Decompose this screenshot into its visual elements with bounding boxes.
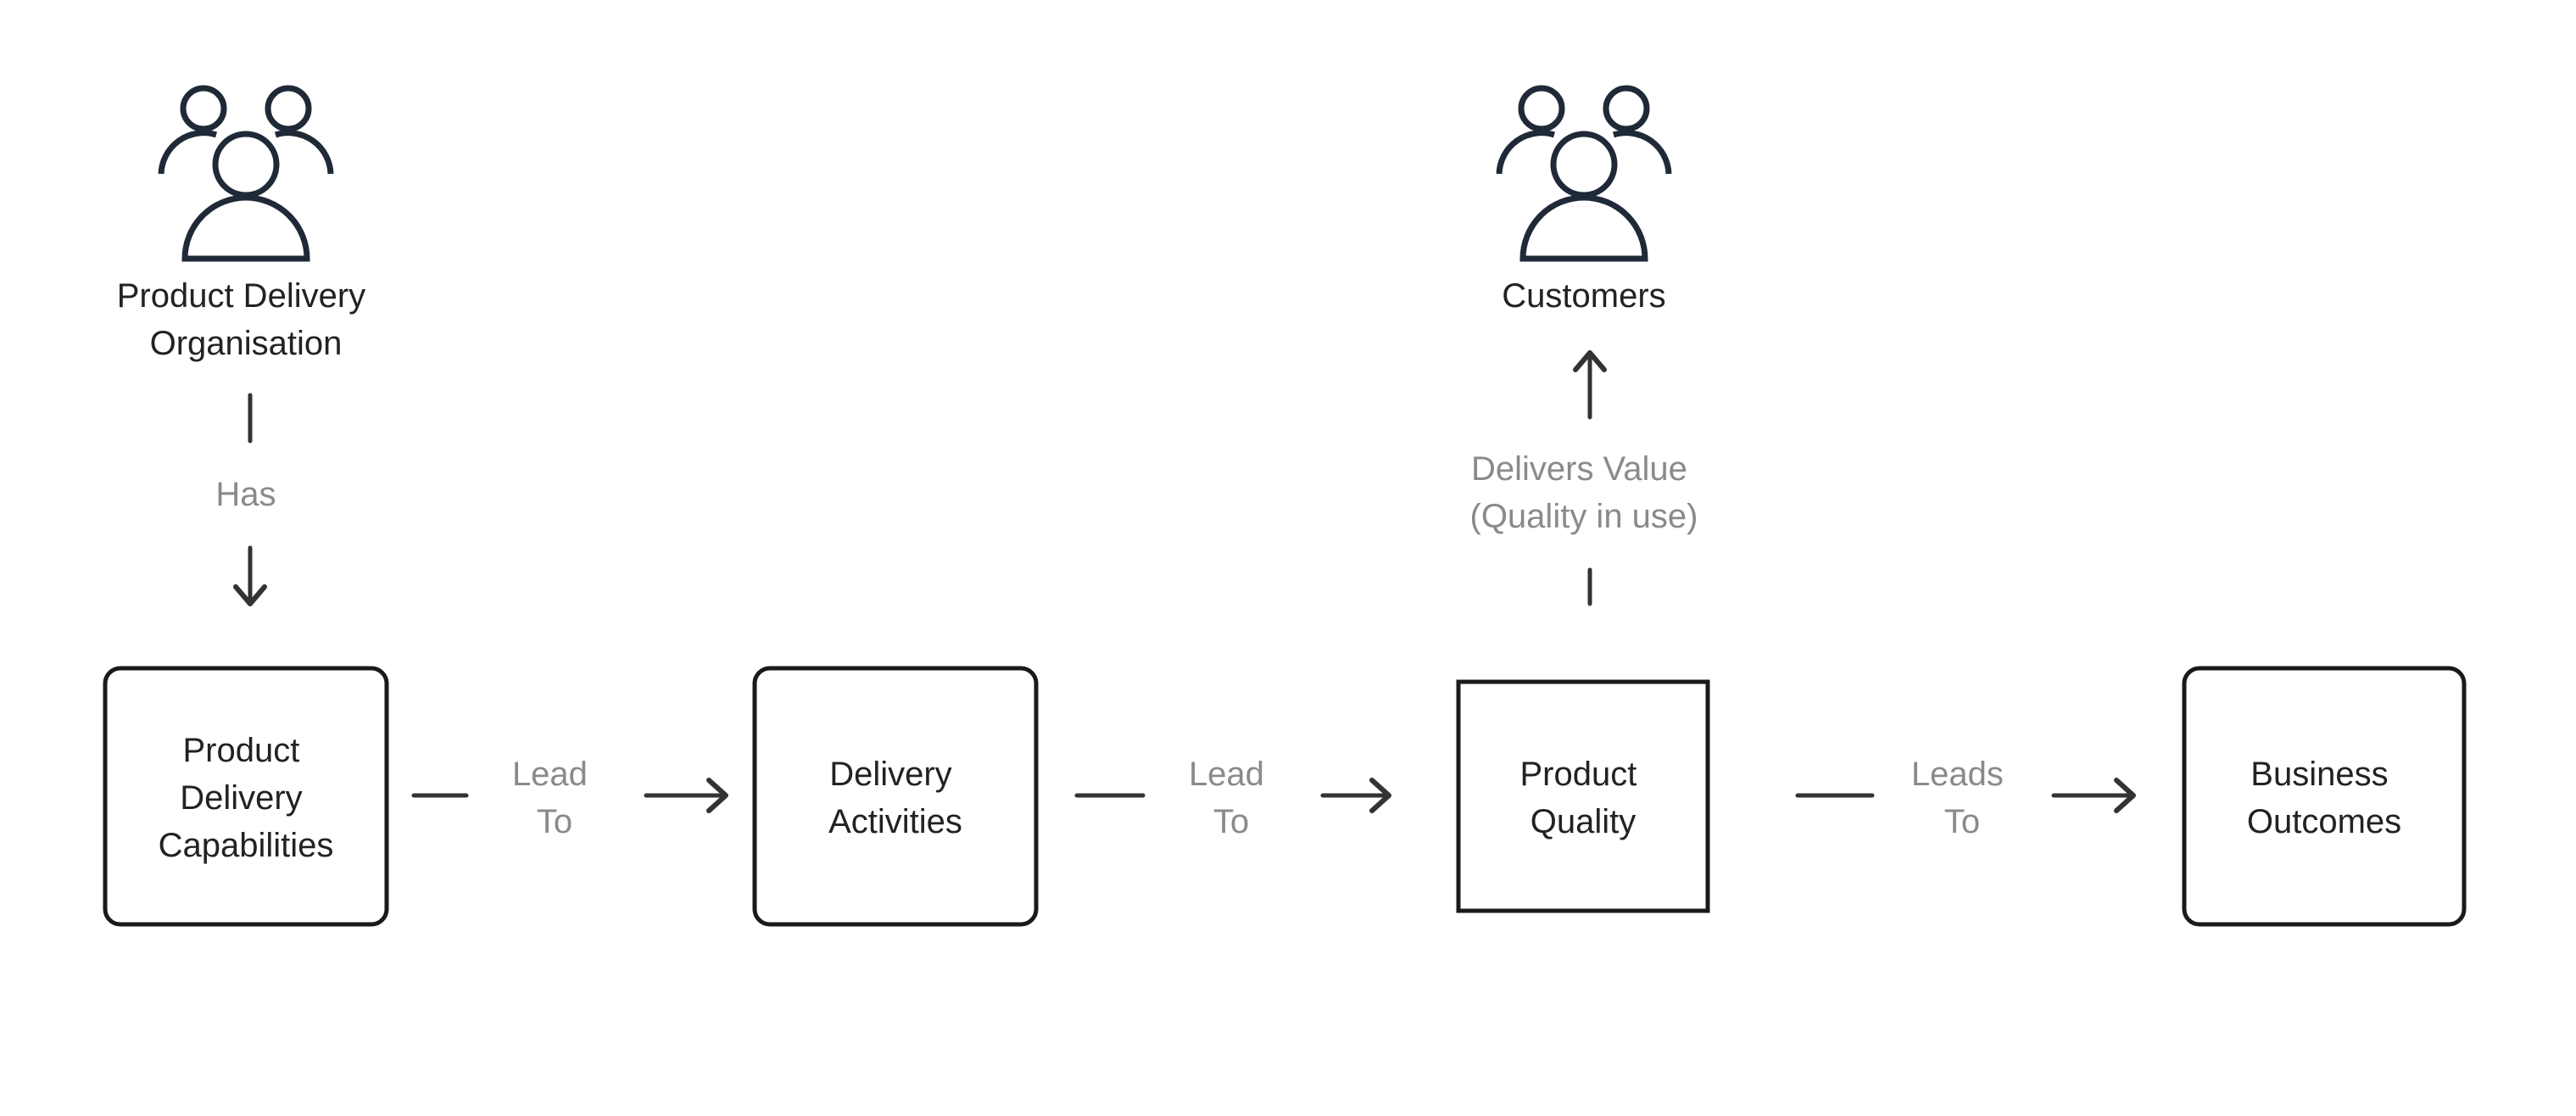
delivers-value-edge-label: Delivers Value (Quality in use) [1470, 450, 1698, 535]
node-outcomes-label: Business Outcomes [2247, 756, 2401, 840]
node-product-delivery-capabilities [103, 666, 389, 927]
organisation-people-icon [158, 85, 334, 262]
lead-to-2-edge-label: Lead To [1189, 756, 1274, 840]
lead-to-1-arrowhead [706, 778, 728, 813]
customers-label: Customers [1502, 277, 1665, 315]
node-quality-label: Product Quality [1520, 756, 1647, 840]
node-activities-label: Delivery Activities [828, 756, 962, 840]
delivers-value-arrowhead [1573, 350, 1607, 372]
node-product-quality [1456, 679, 1710, 913]
node-delivery-activities [752, 666, 1039, 927]
node-business-outcomes [2182, 666, 2467, 927]
leads-to-edge-label: Leads To [1911, 756, 2013, 840]
organisation-label: Product Delivery Organisation [117, 277, 376, 362]
node-capabilities-label: Product Delivery Capabilities [159, 732, 334, 864]
leads-to-arrowhead [2114, 778, 2136, 813]
lead-to-1-edge-label: Lead To [512, 756, 597, 840]
has-arrowhead [233, 584, 267, 606]
customers-people-icon [1496, 85, 1672, 262]
has-edge-label: Has [215, 476, 276, 513]
lead-to-2-arrowhead [1369, 778, 1391, 813]
